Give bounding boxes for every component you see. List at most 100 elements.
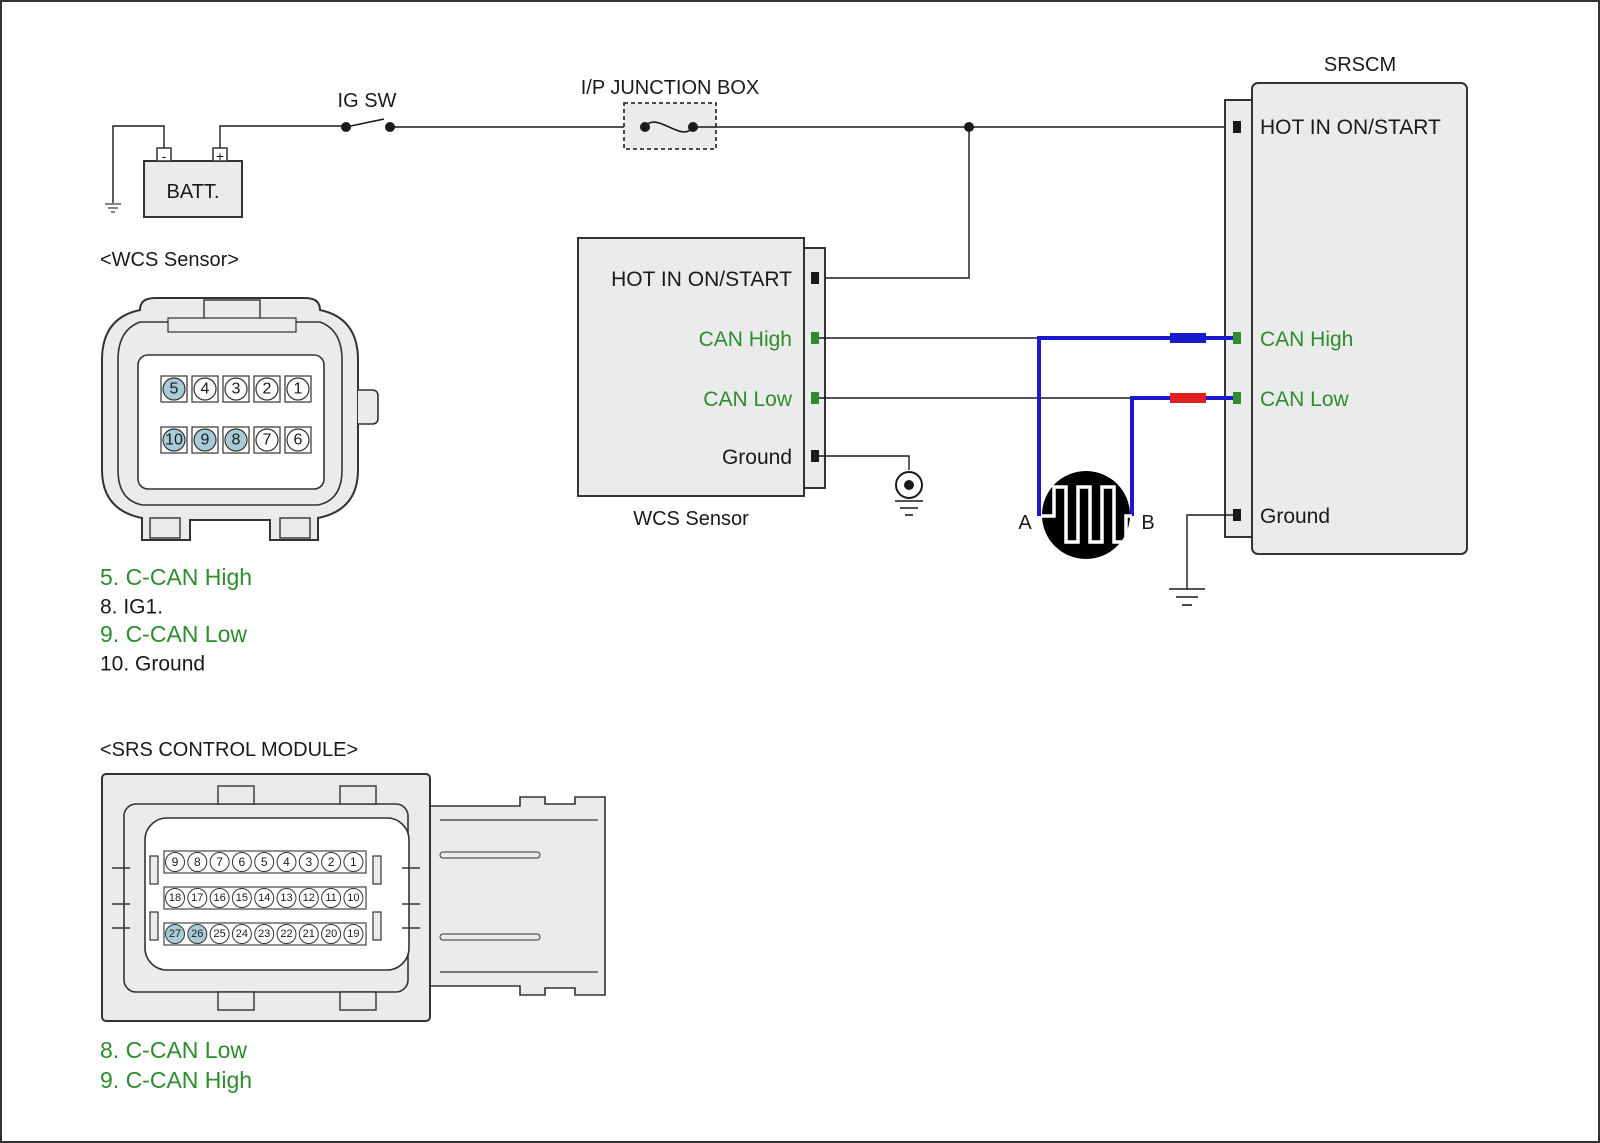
srs-pin-24: 24 <box>231 924 252 944</box>
battery-box <box>143 160 243 218</box>
srs-connector-legend: 8. C-CAN Low 9. C-CAN High <box>100 1037 252 1093</box>
switch-icon <box>341 118 395 132</box>
wcs-can-low-label: CAN Low <box>703 388 793 411</box>
splice-to-wcs-wire <box>812 127 970 279</box>
ground-icon <box>1169 588 1205 606</box>
battery-pos-sign: + <box>216 148 224 164</box>
srs-legend-item: 8. C-CAN Low <box>100 1037 247 1063</box>
srs-pin-20: 20 <box>321 924 342 944</box>
wcs-can-high-label: CAN High <box>699 328 792 351</box>
wcs-hot-label: HOT IN ON/START <box>611 268 792 291</box>
srs-pin-5: 5 <box>254 852 275 872</box>
wcs-pin-10: 10 <box>160 426 188 454</box>
srs-pin-number: 2 <box>328 855 335 869</box>
srs-pin-number: 4 <box>283 855 290 869</box>
srs-pin-number: 9 <box>172 855 179 869</box>
srs-pin-27: 27 <box>165 924 185 944</box>
srs-pin-number: 10 <box>347 892 359 904</box>
wcs-pin-1: 1 <box>284 375 312 403</box>
wcs-ground-wire <box>819 455 910 470</box>
srs-pin-16: 16 <box>209 888 230 908</box>
srs-legend-item: 9. C-CAN High <box>100 1067 252 1093</box>
srs-pin-number: 15 <box>236 892 248 904</box>
srs-connector-title: <SRS CONTROL MODULE> <box>100 739 358 761</box>
srs-pin-13: 13 <box>276 888 297 908</box>
srs-pin-2: 2 <box>321 852 342 872</box>
srscm-body <box>1251 82 1468 555</box>
wcs-connector-title: <WCS Sensor> <box>100 249 239 271</box>
srs-pin-number: 19 <box>347 928 359 940</box>
wcs-pin-number: 9 <box>201 432 210 449</box>
srs-pin-22: 22 <box>276 924 297 944</box>
srs-pin-number: 27 <box>169 928 181 940</box>
srs-pin-number: 26 <box>191 928 203 940</box>
srs-pin-23: 23 <box>254 924 275 944</box>
wcs-pin-number: 1 <box>294 381 303 398</box>
srs-pin-25: 25 <box>209 924 230 944</box>
srscm-can-high-label: CAN High <box>1260 328 1353 351</box>
wcs-pin-3: 3 <box>222 375 250 403</box>
wcs-pin-number: 4 <box>201 381 210 398</box>
wcs-pin-hot <box>811 272 819 284</box>
srs-pin-7: 7 <box>209 852 230 872</box>
srs-pin-9: 9 <box>165 852 185 872</box>
srs-pin-number: 6 <box>239 855 246 869</box>
srscm-module: SRSCM HOT IN ON/START CAN High CAN Low G… <box>1224 54 1468 555</box>
wcs-caption: WCS Sensor <box>633 508 749 530</box>
srs-pin-21: 21 <box>298 924 319 944</box>
wcs-pin-number: 8 <box>232 432 241 449</box>
wcs-legend-item: 9. C-CAN Low <box>100 621 247 647</box>
resistor-b-label: B <box>1141 512 1154 534</box>
wcs-pin-5: 5 <box>160 375 188 403</box>
probe-lead-high <box>1037 336 1170 516</box>
wcs-pin-8: 8 <box>222 426 250 454</box>
battery-ground-wire <box>112 125 165 203</box>
fuse-icon <box>623 102 717 150</box>
srs-pin-number: 5 <box>261 855 268 869</box>
srs-pin-number: 21 <box>303 928 315 940</box>
srscm-connector-strip <box>1224 99 1254 538</box>
srs-pin-number: 20 <box>325 928 337 940</box>
srs-pin-6: 6 <box>231 852 252 872</box>
wcs-pin-number: 6 <box>294 432 303 449</box>
srs-pin-number: 3 <box>305 855 312 869</box>
srs-pin-14: 14 <box>254 888 275 908</box>
srs-pin-number: 16 <box>213 892 225 904</box>
srs-pin-1: 1 <box>343 852 364 872</box>
wcs-module: HOT IN ON/START CAN High CAN Low Ground … <box>577 237 826 530</box>
srs-pin-number: 25 <box>213 928 225 940</box>
srscm-title: SRSCM <box>1324 54 1396 76</box>
wcs-pin-number: 5 <box>170 381 179 398</box>
wcs-pin-2: 2 <box>253 375 281 403</box>
resistor-a-label: A <box>1018 512 1032 534</box>
wcs-pin-can-low <box>811 392 819 404</box>
srs-pin-number: 22 <box>280 928 292 940</box>
srs-pin-3: 3 <box>298 852 319 872</box>
ground-icon <box>105 203 121 213</box>
srs-pin-number: 18 <box>169 892 181 904</box>
wcs-ground-label: Ground <box>722 446 792 469</box>
srs-pin-15: 15 <box>231 888 252 908</box>
wcs-pin-number: 2 <box>263 381 272 398</box>
wcs-pin-9: 9 <box>191 426 219 454</box>
probe-tip-low <box>1170 393 1206 403</box>
srscm-ground-wire <box>1186 514 1233 589</box>
ig-sw-label: IG SW <box>338 90 397 112</box>
srs-pin-number: 23 <box>258 928 270 940</box>
srscm-hot-label: HOT IN ON/START <box>1260 116 1441 139</box>
srscm-pin-can-high <box>1233 332 1241 344</box>
wcs-pin-number: 10 <box>165 432 183 449</box>
srs-pin-18: 18 <box>165 888 185 908</box>
wcs-pin-number: 7 <box>263 432 272 449</box>
srscm-pin-ground <box>1233 509 1241 521</box>
srs-pin-12: 12 <box>298 888 319 908</box>
resistor-icon <box>1042 471 1132 559</box>
probe-tip-high <box>1170 333 1206 343</box>
battery-label: BATT. <box>167 181 220 203</box>
srs-pin-number: 7 <box>216 855 223 869</box>
srs-pin-number: 24 <box>236 928 248 940</box>
